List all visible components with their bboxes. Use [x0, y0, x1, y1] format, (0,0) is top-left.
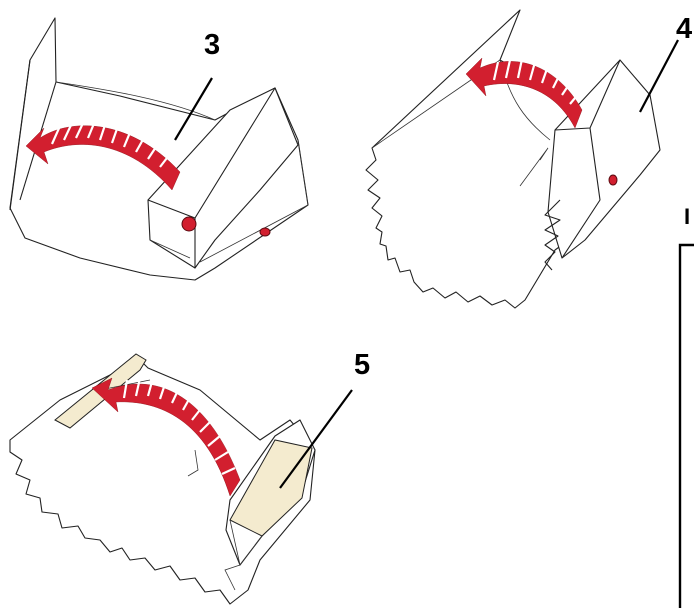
step-4-figure: 4	[366, 10, 692, 308]
step-5-label: 5	[354, 349, 370, 381]
step-5-figure: 5	[10, 349, 370, 604]
step-3-figure: 3	[10, 18, 308, 280]
step-3-label: 3	[204, 29, 220, 61]
step-3-rivet-small	[260, 228, 270, 236]
step-4-rivet	[609, 175, 617, 185]
cropped-panel-border	[680, 245, 694, 608]
step-4-leader-line	[640, 40, 678, 112]
step-4-label: 4	[676, 13, 692, 45]
cropped-heading-letter: I	[684, 204, 690, 229]
cropped-panel: I	[680, 204, 694, 608]
step-3-rivet-large	[182, 217, 196, 231]
